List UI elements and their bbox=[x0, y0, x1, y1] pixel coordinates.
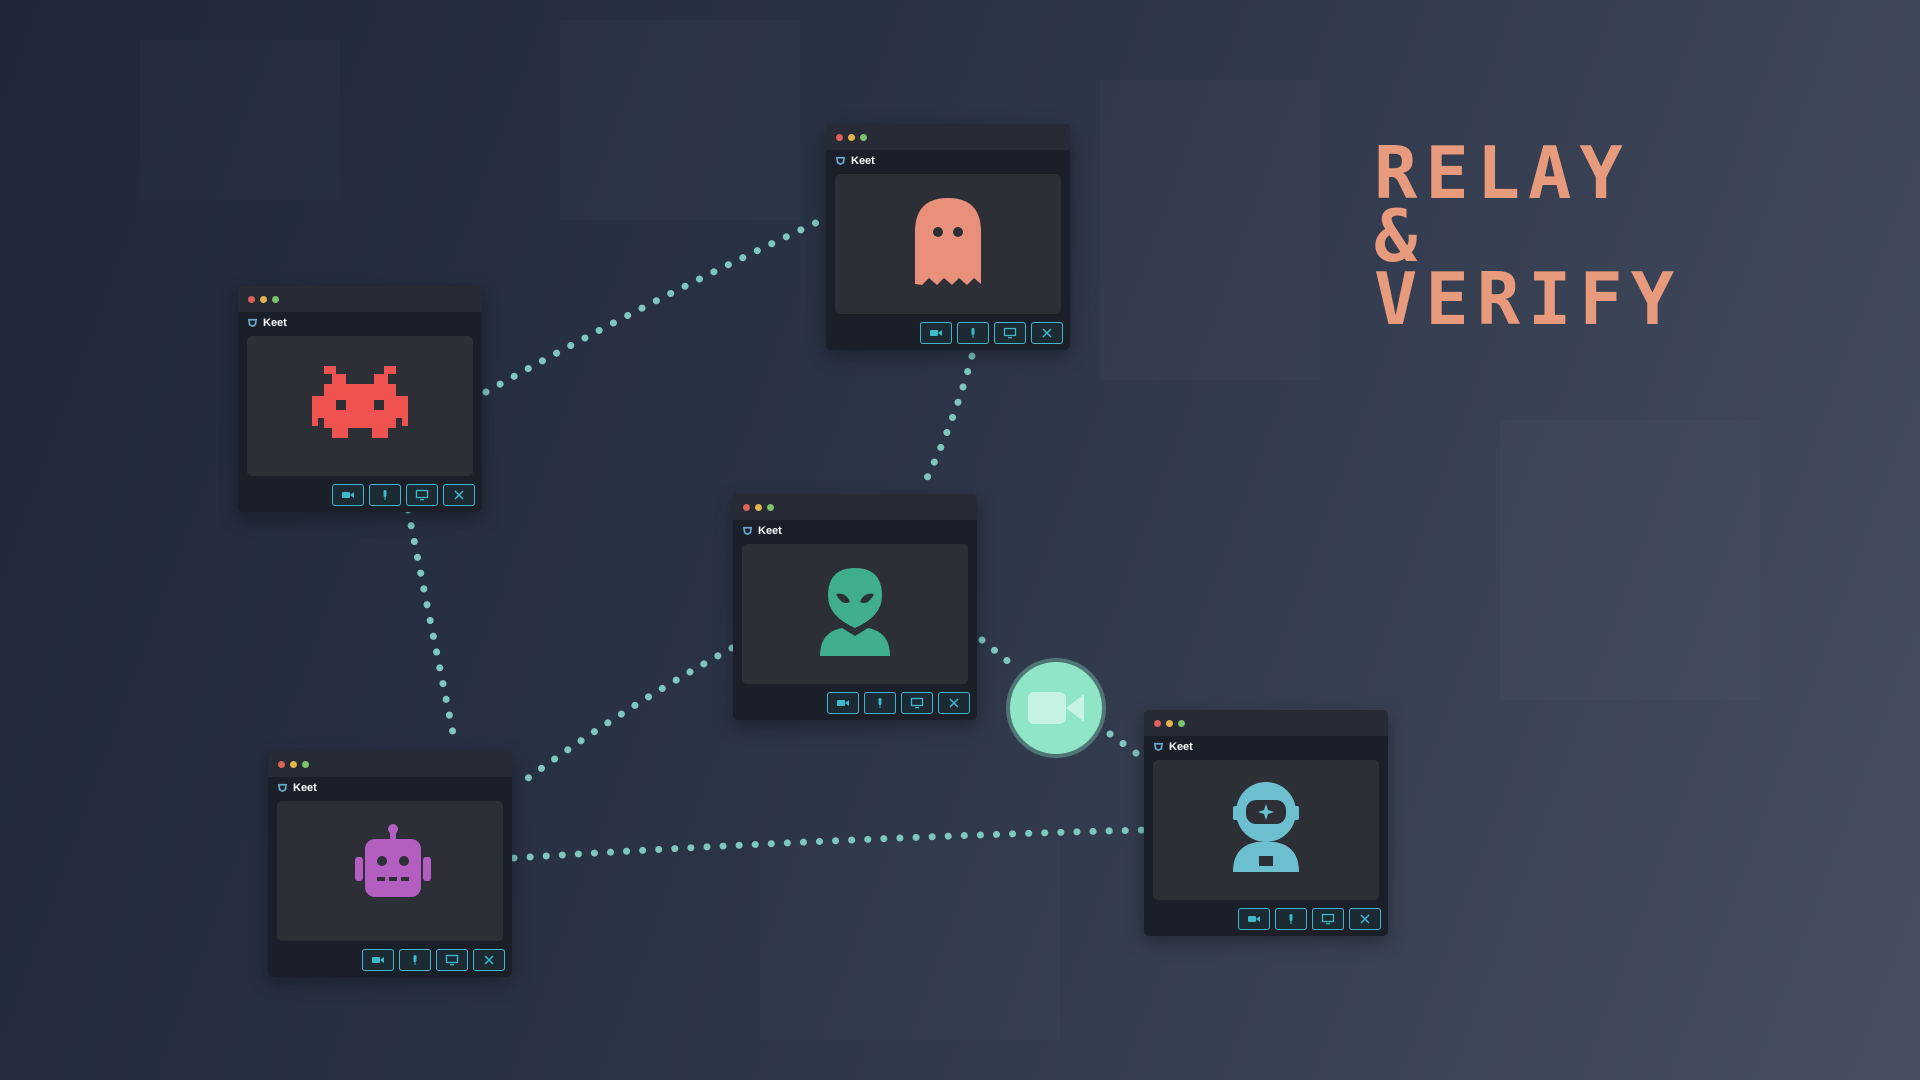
camera-button[interactable] bbox=[1238, 908, 1270, 930]
screen-share-button[interactable] bbox=[436, 949, 468, 971]
microphone-icon bbox=[383, 490, 387, 500]
link-alien-robot bbox=[516, 644, 736, 788]
keet-logo-icon bbox=[1153, 742, 1164, 752]
microphone-icon bbox=[1289, 914, 1293, 924]
maximize-dot-icon[interactable] bbox=[860, 134, 867, 141]
window-titlebar[interactable] bbox=[268, 751, 512, 777]
video-feed bbox=[742, 544, 968, 684]
close-call-button[interactable] bbox=[473, 949, 505, 971]
screen-share-icon bbox=[415, 489, 429, 501]
close-dot-icon[interactable] bbox=[248, 296, 255, 303]
window-titlebar[interactable] bbox=[826, 124, 1070, 150]
camera-icon bbox=[930, 330, 942, 336]
keet-logo-icon bbox=[835, 156, 846, 166]
video-camera-icon bbox=[1028, 692, 1084, 724]
microphone-icon bbox=[971, 328, 975, 338]
space-invader-icon bbox=[312, 366, 408, 438]
app-name: Keet bbox=[758, 525, 782, 537]
app-name: Keet bbox=[1169, 741, 1193, 753]
video-window-ghost[interactable]: Keet bbox=[826, 124, 1070, 350]
screen-share-button[interactable] bbox=[901, 692, 933, 714]
keet-logo-icon bbox=[277, 783, 288, 793]
maximize-dot-icon[interactable] bbox=[302, 761, 309, 768]
video-window-astronaut[interactable]: Keet bbox=[1144, 710, 1388, 936]
link-invader-robot bbox=[404, 506, 458, 742]
minimize-dot-icon[interactable] bbox=[1166, 720, 1173, 727]
maximize-dot-icon[interactable] bbox=[767, 504, 774, 511]
link-ghost-alien bbox=[922, 352, 976, 484]
close-icon bbox=[1042, 328, 1052, 338]
close-call-button[interactable] bbox=[1031, 322, 1063, 344]
microphone-button[interactable] bbox=[957, 322, 989, 344]
headline: RELAY & VERIFY bbox=[1374, 131, 1683, 341]
close-icon bbox=[484, 955, 494, 965]
astronaut-icon bbox=[1233, 782, 1299, 872]
link-hub-astronaut bbox=[1106, 730, 1144, 760]
window-titlebar[interactable] bbox=[238, 286, 482, 312]
keet-logo-icon bbox=[247, 318, 258, 328]
robot-icon bbox=[355, 824, 431, 897]
video-window-robot[interactable]: Keet bbox=[268, 751, 512, 977]
minimize-dot-icon[interactable] bbox=[755, 504, 762, 511]
close-dot-icon[interactable] bbox=[278, 761, 285, 768]
app-name: Keet bbox=[293, 782, 317, 794]
minimize-dot-icon[interactable] bbox=[848, 134, 855, 141]
close-dot-icon[interactable] bbox=[836, 134, 843, 141]
alien-icon bbox=[820, 568, 890, 656]
minimize-dot-icon[interactable] bbox=[260, 296, 267, 303]
camera-icon bbox=[837, 700, 849, 706]
close-icon bbox=[454, 490, 464, 500]
microphone-icon bbox=[413, 955, 417, 965]
video-window-invader[interactable]: Keet bbox=[238, 286, 482, 512]
screen-share-icon bbox=[1003, 327, 1017, 339]
video-feed bbox=[277, 801, 503, 941]
app-name: Keet bbox=[263, 317, 287, 329]
maximize-dot-icon[interactable] bbox=[272, 296, 279, 303]
camera-icon bbox=[1248, 916, 1260, 922]
headline-line-2: & bbox=[1374, 194, 1426, 278]
minimize-dot-icon[interactable] bbox=[290, 761, 297, 768]
video-feed bbox=[1153, 760, 1379, 900]
screen-share-button[interactable] bbox=[1312, 908, 1344, 930]
relay-hub bbox=[1006, 658, 1106, 758]
close-icon bbox=[949, 698, 959, 708]
video-feed bbox=[247, 336, 473, 476]
microphone-button[interactable] bbox=[399, 949, 431, 971]
microphone-button[interactable] bbox=[369, 484, 401, 506]
close-dot-icon[interactable] bbox=[743, 504, 750, 511]
app-name: Keet bbox=[851, 155, 875, 167]
screen-share-button[interactable] bbox=[994, 322, 1026, 344]
microphone-button[interactable] bbox=[1275, 908, 1307, 930]
microphone-button[interactable] bbox=[864, 692, 896, 714]
camera-icon bbox=[342, 492, 354, 498]
camera-button[interactable] bbox=[362, 949, 394, 971]
camera-button[interactable] bbox=[332, 484, 364, 506]
screen-share-icon bbox=[445, 954, 459, 966]
link-invader-ghost bbox=[482, 216, 826, 396]
keet-logo-icon bbox=[742, 526, 753, 536]
close-call-button[interactable] bbox=[938, 692, 970, 714]
video-window-alien[interactable]: Keet bbox=[733, 494, 977, 720]
camera-button[interactable] bbox=[827, 692, 859, 714]
maximize-dot-icon[interactable] bbox=[1178, 720, 1185, 727]
close-dot-icon[interactable] bbox=[1154, 720, 1161, 727]
close-call-button[interactable] bbox=[1349, 908, 1381, 930]
headline-line-1: RELAY bbox=[1374, 131, 1631, 215]
screen-share-icon bbox=[1321, 913, 1335, 925]
camera-button[interactable] bbox=[920, 322, 952, 344]
camera-icon bbox=[372, 957, 384, 963]
screen-share-icon bbox=[910, 697, 924, 709]
microphone-icon bbox=[878, 698, 882, 708]
close-call-button[interactable] bbox=[443, 484, 475, 506]
ghost-icon bbox=[915, 198, 981, 285]
screen-share-button[interactable] bbox=[406, 484, 438, 506]
window-titlebar[interactable] bbox=[733, 494, 977, 520]
close-icon bbox=[1360, 914, 1370, 924]
headline-line-3: VERIFY bbox=[1374, 257, 1683, 341]
window-titlebar[interactable] bbox=[1144, 710, 1388, 736]
video-feed bbox=[835, 174, 1061, 314]
link-robot-astronaut bbox=[510, 826, 1148, 862]
